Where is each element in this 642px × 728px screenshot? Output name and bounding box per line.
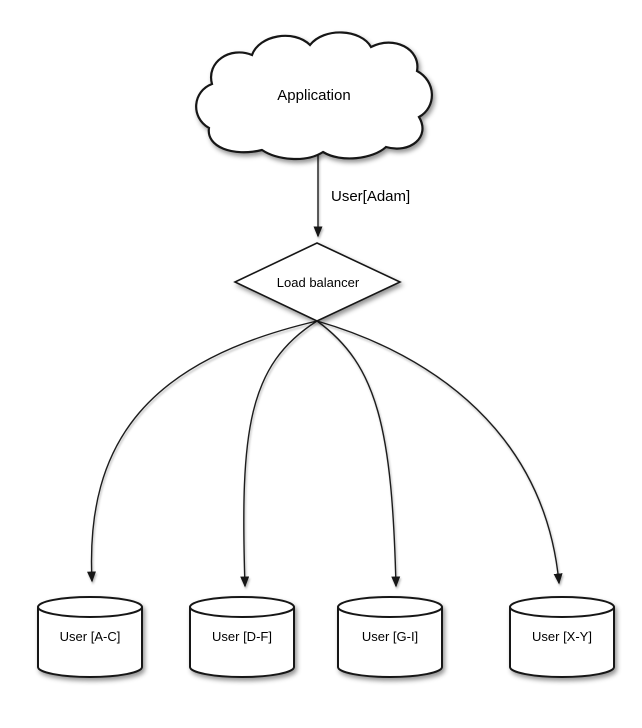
- node-shard-x-y: User [X-Y]: [509, 596, 615, 678]
- database-cylinder-top: [337, 596, 443, 618]
- database-cylinder-icon: [509, 607, 615, 678]
- database-cylinder-top: [509, 596, 615, 618]
- node-shard-g-i: User [G-I]: [337, 596, 443, 678]
- edge-load-balancer-to-shard-g-i: [316, 320, 401, 588]
- application-label: Application: [277, 87, 350, 104]
- database-cylinder-icon: [189, 607, 295, 678]
- node-shard-d-f: User [D-F]: [189, 596, 295, 678]
- edge-load-balancer-to-shard-d-f: [240, 320, 318, 588]
- edge-load-balancer-to-shard-x-y: [316, 320, 563, 585]
- edges: [87, 150, 563, 588]
- shard-d-f-label: User [D-F]: [212, 629, 272, 644]
- diamond-icon: [233, 242, 402, 322]
- shard-a-c-label: User [A-C]: [60, 629, 121, 644]
- cloud-icon: [195, 31, 433, 161]
- node-load-balancer: Load balancer: [233, 242, 402, 322]
- database-cylinder-icon: [37, 607, 143, 678]
- edge-label-user-adam: User[Adam]: [331, 188, 410, 205]
- load-balancer-label: Load balancer: [277, 275, 360, 290]
- shard-g-i-label: User [G-I]: [362, 629, 418, 644]
- database-cylinder-top: [189, 596, 295, 618]
- shard-x-y-label: User [X-Y]: [532, 629, 592, 644]
- node-application: Application: [195, 31, 433, 161]
- database-cylinder-top: [37, 596, 143, 618]
- node-shard-a-c: User [A-C]: [37, 596, 143, 678]
- edge-load-balancer-to-shard-a-c: [87, 320, 318, 583]
- database-cylinder-icon: [337, 607, 443, 678]
